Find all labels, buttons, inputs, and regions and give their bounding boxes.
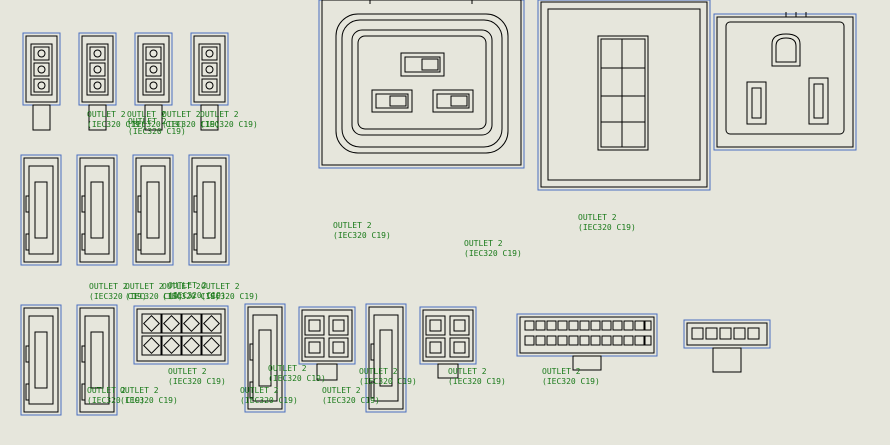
- outlet-nema-5-15[interactable]: [713, 12, 857, 151]
- label-outlet-type: (IEC320 C19): [87, 120, 145, 129]
- label-outlet: OUTLET 2: [448, 367, 487, 376]
- label-outlet-type: (IEC320 C19): [125, 292, 183, 301]
- label-outlet: OUTLET 2: [464, 239, 503, 248]
- connector-slot-5[interactable]: [20, 304, 62, 416]
- label-outlet: OUTLET 2: [120, 386, 159, 395]
- label-outlet-type: (IEC320 C19): [89, 292, 147, 301]
- label-outlet-type: (IEC320 C19): [162, 120, 220, 129]
- label-outlet: OUTLET 2: [89, 282, 128, 291]
- connector-3pin-2[interactable]: [78, 32, 117, 131]
- label-outlet: OUTLET 2: [162, 110, 201, 119]
- connector-3pin-4[interactable]: [190, 32, 229, 131]
- label-outlet: OUTLET 2: [201, 282, 240, 291]
- connector-slot-4[interactable]: [188, 154, 230, 266]
- label-outlet-type: (IEC320 C19): [127, 120, 185, 129]
- connector-slot-8[interactable]: [365, 303, 407, 413]
- label-outlet-type: (IEC320 C19): [322, 396, 380, 405]
- connector-8pin[interactable]: [133, 305, 229, 365]
- label-outlet-type: (IEC320 C19): [128, 127, 186, 136]
- label-outlet-type: (IEC320 C19): [240, 396, 298, 405]
- connector-slot-1[interactable]: [20, 154, 62, 266]
- label-outlet: OUTLET 2: [162, 282, 201, 291]
- label-outlet-type: (IEC320 C19): [200, 120, 258, 129]
- label-outlet: OUTLET 2: [125, 282, 164, 291]
- label-outlet: OUTLET 2: [87, 386, 126, 395]
- connector-slot-6[interactable]: [76, 304, 118, 416]
- label-outlet: OUTLET 2: [240, 386, 279, 395]
- label-outlet: OUTLET 2: [359, 367, 398, 376]
- label-outlet-type: (IEC320 C19): [359, 377, 417, 386]
- label-outlet-type: (IEC320 C19): [120, 396, 178, 405]
- label-outlet-type: (IEC320 C19): [464, 249, 522, 258]
- connector-slot-7[interactable]: [244, 303, 286, 413]
- label-outlet: OUTLET 2: [128, 117, 167, 126]
- label-outlet-type: (IEC320 C19): [333, 231, 391, 240]
- label-outlet-type: (IEC320 C19): [578, 223, 636, 232]
- label-outlet-type: (IEC320 C19): [542, 377, 600, 386]
- connector-24pin[interactable]: [516, 313, 658, 371]
- connector-4pin-1[interactable]: [298, 306, 356, 381]
- label-outlet-type: (IEC320 C19): [168, 291, 226, 300]
- connector-5pin[interactable]: [683, 319, 771, 373]
- outlet-iec-c19-large[interactable]: [318, 0, 525, 169]
- label-outlet: OUTLET 2: [200, 110, 239, 119]
- label-outlet-type: (IEC320 C19): [201, 292, 259, 301]
- label-outlet: OUTLET 2: [578, 213, 617, 222]
- label-outlet-type: (IEC320 C19): [268, 374, 326, 383]
- labels: OUTLET 2 (IEC320 C19) OUTLET 2 (IEC320 C…: [87, 110, 636, 405]
- label-outlet-type: (IEC320 C19): [448, 377, 506, 386]
- connector-3pin-3[interactable]: [134, 32, 173, 131]
- connector-4pin-2[interactable]: [419, 306, 477, 379]
- label-outlet: OUTLET 2: [168, 367, 207, 376]
- label-outlet: OUTLET 2: [87, 110, 126, 119]
- label-outlet: OUTLET 2: [322, 386, 361, 395]
- label-outlet: OUTLET 2: [333, 221, 372, 230]
- connector-3pin-1[interactable]: [22, 32, 61, 131]
- label-outlet-type: (IEC320 C19): [162, 292, 220, 301]
- rocker-switch[interactable]: [537, 0, 711, 191]
- label-outlet-type: (IEC320 C19): [87, 396, 145, 405]
- label-outlet-type: (IEC320 C19): [168, 377, 226, 386]
- label-outlet: OUTLET 2: [542, 367, 581, 376]
- connector-slot-3[interactable]: [132, 154, 174, 266]
- label-outlet: OUTLET 2: [268, 364, 307, 373]
- label-outlet: OUTLET 2: [168, 281, 207, 290]
- label-outlet: OUTLET 2: [127, 110, 166, 119]
- connector-slot-2[interactable]: [76, 154, 118, 266]
